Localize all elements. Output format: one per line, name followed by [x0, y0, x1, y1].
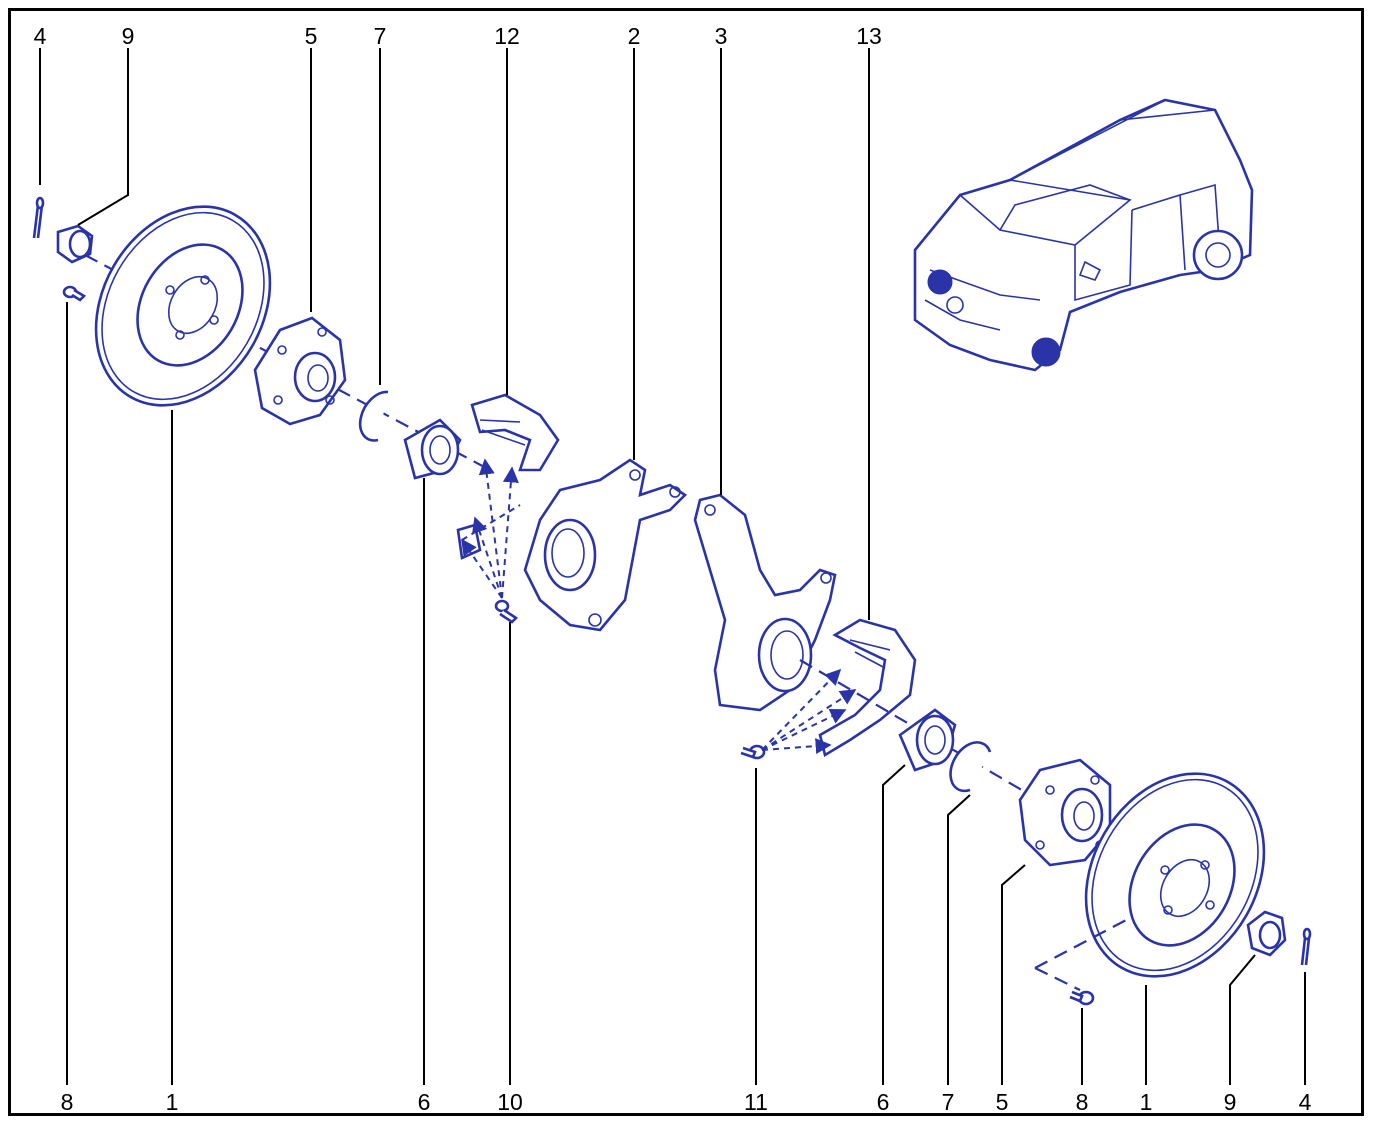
callout-label: 7: [374, 23, 387, 49]
right-wheel-bearing: [898, 708, 957, 772]
left-hub-nut: [56, 224, 94, 264]
right-brake-disc: [1084, 772, 1266, 978]
left-arrows: [461, 458, 521, 599]
callout-label: 9: [122, 23, 135, 49]
leader-lines: [39, 48, 1306, 1085]
callout-label: 2: [628, 23, 641, 49]
left-wheel-hub: [253, 316, 347, 426]
callout-label: 7: [942, 1089, 955, 1115]
callout-label: 4: [1299, 1089, 1312, 1115]
left-rotor-screw: [62, 285, 87, 302]
right-shield-screw: [740, 744, 766, 760]
callout-label: 3: [715, 23, 728, 49]
callout-label: 9: [1224, 1089, 1237, 1115]
vehicle-icon: [913, 98, 1254, 372]
callout-label: 5: [996, 1089, 1009, 1115]
right-split-pin: [1300, 927, 1312, 966]
callout-label: 6: [418, 1089, 431, 1115]
callout-label: 6: [877, 1089, 890, 1115]
right-rotor-screw: [1034, 917, 1131, 1006]
callout-label: 4: [34, 23, 47, 49]
callout-label: 1: [166, 1089, 179, 1115]
callout-label: 8: [61, 1089, 74, 1115]
callout-label: 11: [744, 1089, 768, 1115]
callout-label: 13: [856, 23, 882, 49]
callout-label: 8: [1076, 1089, 1089, 1115]
left-circlip: [358, 390, 389, 442]
callout-label: 10: [497, 1089, 523, 1115]
right-hub-nut: [1246, 910, 1287, 957]
left-shield-screw: [494, 599, 519, 624]
callout-label: 5: [305, 23, 318, 49]
callout-label: 1: [1140, 1089, 1153, 1115]
right-steering-knuckle: [693, 493, 837, 712]
left-brake-disc: [94, 205, 272, 407]
right-dust-shield: [818, 618, 917, 758]
right-circlip: [949, 741, 992, 793]
left-steering-knuckle: [523, 458, 688, 632]
left-split-pin: [32, 196, 45, 239]
callout-label: 12: [494, 23, 520, 49]
right-arrows: [761, 668, 857, 755]
left-wheel-bearing: [403, 418, 462, 480]
